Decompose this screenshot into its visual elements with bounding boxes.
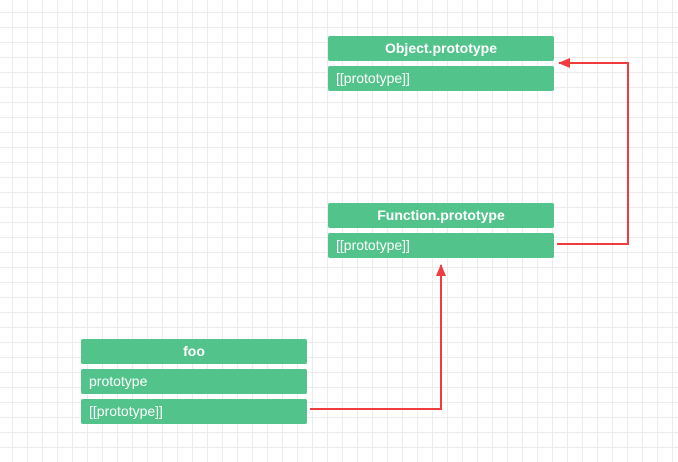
node-title: Object.prototype — [328, 36, 554, 61]
field-prototype-link: [[prototype]] — [81, 399, 307, 424]
field-prototype: prototype — [81, 369, 307, 394]
node-title: foo — [81, 339, 307, 364]
edge-function-prototype-to-object-prototype — [557, 58, 629, 245]
field-prototype-link: [[prototype]] — [328, 66, 554, 91]
field-prototype-link: [[prototype]] — [328, 233, 554, 258]
edge-foo-to-function-prototype — [310, 264, 446, 410]
node-title: Function.prototype — [328, 203, 554, 228]
